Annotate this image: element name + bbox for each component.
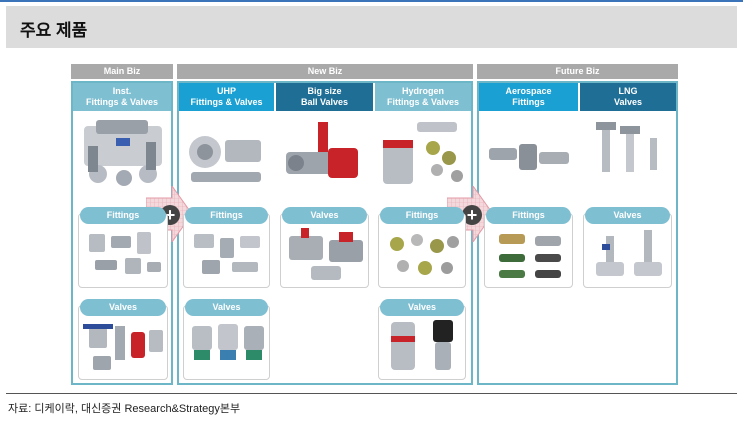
lng-valves-image <box>596 230 662 276</box>
source-note: 자료: 디케이락, 대신증권 Research&Strategy본부 <box>8 403 241 415</box>
hydrogen-products-image <box>383 122 463 184</box>
category-future-biz: Future Biz <box>477 64 678 79</box>
column-inst-fittings-valves: Inst. Fittings & Valves <box>73 83 171 111</box>
pill-valves: Valves <box>80 299 166 316</box>
column-hydrogen: Hydrogen Fittings & Valves <box>375 83 471 111</box>
plus-icon: + <box>462 205 482 225</box>
category-new-biz: New Biz <box>177 64 473 79</box>
hydrogen-valves-image <box>391 320 453 370</box>
inst-fittings-image <box>89 232 161 274</box>
column-line1: LNG <box>618 86 638 96</box>
aerospace-fittings-card <box>484 213 573 288</box>
uhp-fittings-image <box>194 234 260 274</box>
page-header: 주요 제품 <box>6 6 737 48</box>
pill-valves: Valves <box>585 207 670 224</box>
uhp-fittings-card <box>183 213 270 288</box>
column-big-size-ball-valves: Big size Ball Valves <box>276 83 373 111</box>
column-line1: Inst. <box>112 86 132 96</box>
aerospace-fittings-image <box>489 144 569 170</box>
hydrogen-fittings-image <box>390 234 459 275</box>
aerospace-fittings-image <box>499 234 561 278</box>
inst-fittings-card <box>78 213 168 288</box>
column-line2: Fittings <box>512 97 545 107</box>
pill-fittings: Fittings <box>80 207 166 224</box>
pill-fittings: Fittings <box>486 207 571 224</box>
page-title: 주요 제품 <box>20 21 88 40</box>
column-line2: Ball Valves <box>300 97 349 107</box>
uhp-products-image <box>189 136 261 182</box>
lng-valves-card <box>583 213 672 288</box>
column-lng-valves: LNG Valves <box>580 83 676 111</box>
hydrogen-fittings-card <box>378 213 466 288</box>
column-aerospace-fittings: Aerospace Fittings <box>479 83 578 111</box>
pill-valves: Valves <box>380 299 464 316</box>
big-size-ball-valves-image <box>286 122 358 178</box>
lng-valves-image <box>596 122 657 172</box>
top-rule <box>0 0 743 2</box>
inst-products-image <box>84 120 162 186</box>
inst-valves-card <box>78 305 168 380</box>
column-line2: Fittings & Valves <box>85 97 159 107</box>
uhp-valves-card <box>183 305 270 380</box>
column-uhp: UHP Fittings & Valves <box>179 83 274 111</box>
pill-fittings: Fittings <box>185 207 268 224</box>
inst-valves-image <box>83 324 163 370</box>
footer-rule <box>6 393 737 394</box>
uhp-valves-image <box>192 324 264 360</box>
hydrogen-valves-card <box>378 305 466 380</box>
pill-valves: Valves <box>282 207 367 224</box>
category-main-biz: Main Biz <box>71 64 173 79</box>
column-line2: Fittings & Valves <box>386 97 460 107</box>
column-line1: UHP <box>216 86 236 96</box>
column-line1: Aerospace <box>505 86 552 96</box>
column-line2: Valves <box>613 97 643 107</box>
pill-fittings: Fittings <box>380 207 464 224</box>
column-line1: Hydrogen <box>401 86 444 96</box>
column-line2: Fittings & Valves <box>190 97 263 107</box>
pill-valves: Valves <box>185 299 268 316</box>
column-line1: Big size <box>307 86 342 96</box>
big-size-valves-card <box>280 213 369 288</box>
big-size-valves-image <box>289 228 363 280</box>
